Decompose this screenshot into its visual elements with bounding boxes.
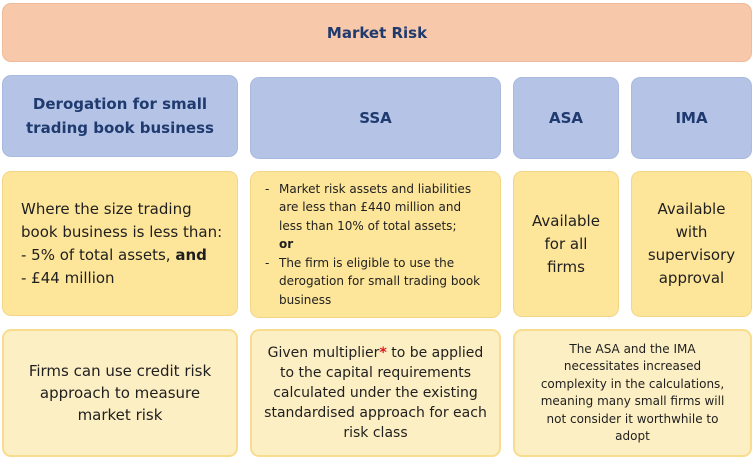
ima-condition-line2: with <box>675 223 708 241</box>
ima-condition-line1: Available <box>657 200 726 218</box>
header-ssa-label: SSA <box>359 109 392 127</box>
ssa-note-line1: Given multiplier* to be applied <box>264 343 487 363</box>
ssa-note-line1-prefix: Given multiplier <box>267 345 380 361</box>
header-asa-label: ASA <box>548 109 584 127</box>
ssa-item2-line3: business <box>279 292 332 307</box>
asa-ima-note-line1: The ASA and the IMA <box>569 341 696 356</box>
asa-ima-note: The ASA and the IMA necessitates increas… <box>513 329 752 457</box>
asa-condition-line2: for all <box>544 234 588 253</box>
derogation-note-line3: market risk <box>77 406 163 424</box>
ssa-item1-line3: less than 10% of total assets; <box>279 218 457 233</box>
ssa-item2-line1: The firm is eligible to use the <box>279 255 455 270</box>
derogation-condition-line4: - £44 million <box>21 268 115 287</box>
header-derogation-line1: Derogation for small <box>32 95 208 113</box>
derogation-condition-line3-text: - 5% of total assets, <box>21 245 171 264</box>
ima-condition: Available with supervisory approval <box>631 171 752 317</box>
asa-ima-note-line3: complexity in the calculations, <box>540 376 725 391</box>
banner-title: Market Risk <box>326 23 428 42</box>
header-derogation: Derogation for small trading book busine… <box>2 75 238 157</box>
asa-ima-note-line4: meaning many small firms will <box>540 394 725 408</box>
derogation-condition-and: and <box>175 245 207 264</box>
asa-ima-note-line5: not consider it worthwhile to <box>546 411 719 426</box>
header-ima: IMA <box>631 77 752 159</box>
ssa-condition-list: Market risk assets and liabilities are l… <box>265 180 480 310</box>
header-ima-label: IMA <box>675 109 708 127</box>
derogation-condition-line3: - 5% of total assets, and <box>21 244 222 267</box>
ssa-condition-item-1: Market risk assets and liabilities are l… <box>265 180 480 236</box>
ssa-note-line3: calculated under the existing <box>273 385 478 401</box>
asa-condition-line1: Available <box>532 211 600 230</box>
asa-ima-note-line2: necessitates increased <box>563 359 702 373</box>
ssa-note-line5: risk class <box>343 425 408 441</box>
ssa-note-line1-suffix: to be applied <box>386 345 484 361</box>
header-asa: ASA <box>513 77 619 159</box>
ssa-item1-line2: are less than £440 million and <box>279 200 462 215</box>
asa-ima-note-line6: adopt <box>615 429 650 443</box>
ima-condition-line3: supervisory <box>647 246 736 264</box>
derogation-condition: Where the size trading book business is … <box>2 171 238 316</box>
asa-condition: Available for all firms <box>513 171 619 317</box>
ssa-item1-line1: Market risk assets and liabilities <box>279 181 472 196</box>
derogation-note-line2: approach to measure <box>39 384 201 402</box>
derogation-note: Firms can use credit risk approach to me… <box>2 329 238 457</box>
ima-condition-line4: approval <box>658 269 725 287</box>
header-derogation-line2: trading book business <box>26 119 214 137</box>
ssa-condition-item-2: The firm is eligible to use the derogati… <box>265 254 480 310</box>
asa-condition-line3: firms <box>547 257 585 276</box>
ssa-item2-line2: derogation for small trading book <box>279 274 481 289</box>
market-risk-banner: Market Risk <box>2 3 752 62</box>
derogation-condition-line1: Where the size trading <box>21 199 192 218</box>
multiplier-asterisk: * <box>379 345 387 361</box>
ssa-condition: Market risk assets and liabilities are l… <box>250 171 501 318</box>
header-ssa: SSA <box>250 77 501 159</box>
ssa-condition-or: or <box>279 237 294 252</box>
derogation-condition-line2: book business is less than: <box>21 222 223 241</box>
ssa-note: Given multiplier* to be applied to the c… <box>250 329 501 457</box>
ssa-note-line2: to the capital requirements <box>279 365 472 381</box>
derogation-note-line1: Firms can use credit risk <box>28 362 212 380</box>
ssa-note-line4: standardised approach for each <box>264 405 487 421</box>
